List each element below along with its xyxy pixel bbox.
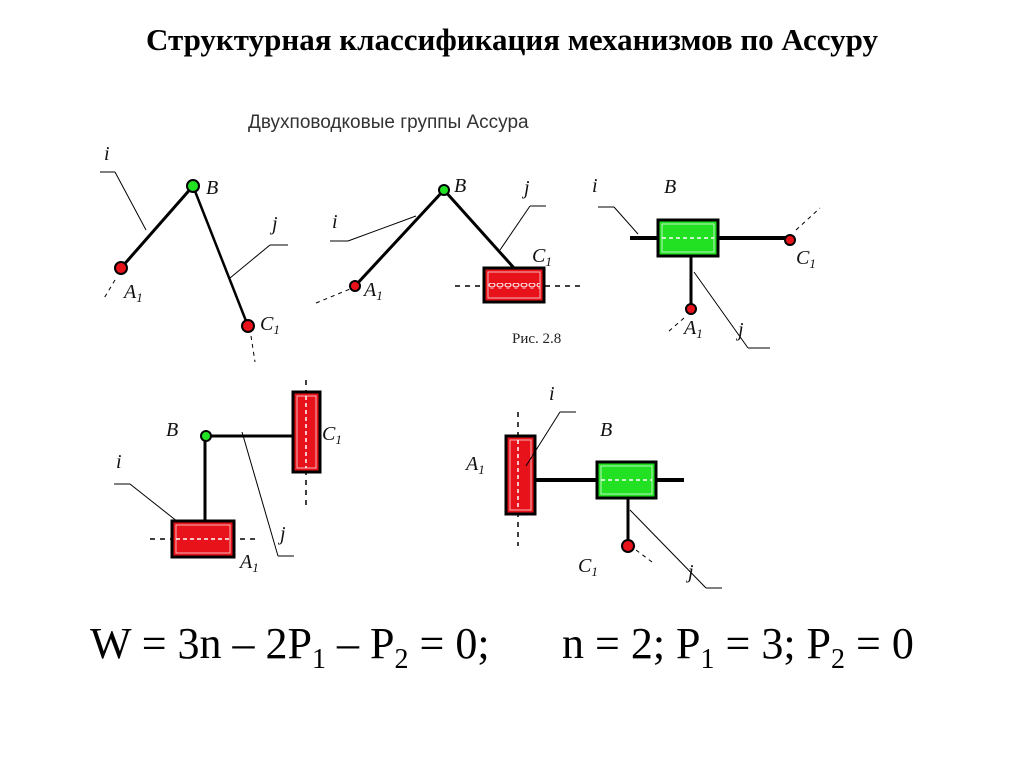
label-i: i — [104, 143, 110, 165]
figure-caption: Рис. 2.8 — [512, 331, 561, 347]
joint-b-icon — [186, 179, 200, 193]
label-c1: C1 — [578, 555, 598, 579]
joint-a1-icon — [349, 280, 361, 292]
label-b: B — [166, 419, 178, 441]
group-3-rpr: i B j A1 C1 — [592, 175, 821, 349]
mobility-formula: W = 3n – 2P1 – P2 = 0; — [90, 619, 490, 675]
group-5-ppr: i B j A1 C1 — [464, 383, 722, 589]
label-j: j — [735, 319, 744, 341]
label-c1: C1 — [260, 313, 280, 337]
label-a1: A1 — [362, 279, 383, 303]
label-j: j — [521, 177, 530, 199]
label-i: i — [549, 383, 555, 405]
page-title: Структурная классификация механизмов по … — [146, 22, 878, 57]
joint-b-icon — [438, 184, 450, 196]
diagram-subtitle: Двухповодковые группы Ассура — [248, 112, 529, 133]
label-c1: C1 — [322, 423, 342, 447]
joint-b-icon — [200, 430, 212, 442]
joint-c1-icon — [621, 539, 635, 553]
joint-a1-icon — [685, 303, 697, 315]
joint-c1-icon — [241, 319, 255, 333]
label-i: i — [116, 451, 122, 473]
group-2-rrp: i B j A1 C1 Рис. 2.8 — [315, 175, 582, 347]
label-c1: C1 — [796, 247, 816, 271]
label-b: B — [206, 177, 218, 199]
label-j: j — [277, 523, 286, 545]
label-i: i — [592, 175, 598, 197]
label-a1: A1 — [682, 317, 703, 341]
label-a1: A1 — [122, 281, 143, 305]
label-c1: C1 — [532, 245, 552, 269]
label-b: B — [664, 176, 676, 198]
label-a1: A1 — [238, 551, 259, 575]
joint-a1-icon — [114, 261, 128, 275]
label-j: j — [685, 561, 694, 583]
joint-c1-icon — [784, 234, 796, 246]
label-b: B — [454, 175, 466, 197]
values-formula: n = 2; P1 = 3; P2 = 0 — [562, 619, 914, 675]
label-a1: A1 — [464, 453, 485, 477]
group-1-rrr: i B j A1 C1 — [100, 143, 288, 363]
group-4-prp: B i j A1 C1 — [114, 380, 342, 575]
label-b: B — [600, 419, 612, 441]
label-j: j — [269, 213, 278, 235]
label-i: i — [332, 211, 338, 233]
